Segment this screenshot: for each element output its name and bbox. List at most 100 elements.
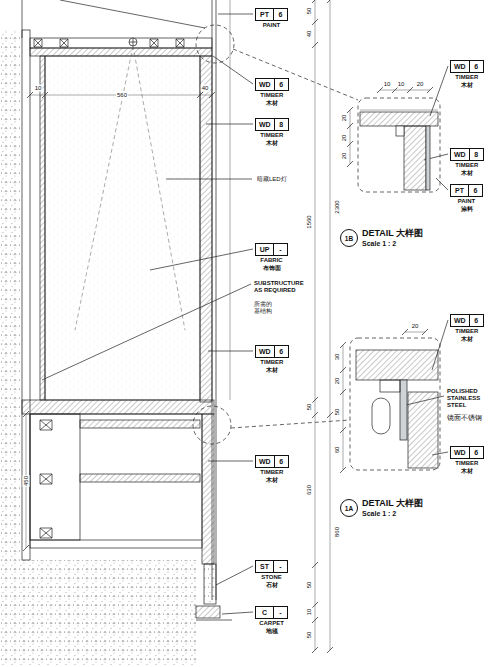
dimension-line-part — [315, 0, 330, 650]
tag-frame: PT6 — [450, 184, 483, 197]
material-number: 6 — [275, 79, 288, 90]
material-tag: WD6TIMBER木材 — [255, 345, 289, 374]
dimension-text: 20 — [416, 81, 425, 88]
material-name: TIMBER — [455, 73, 478, 81]
dimension-text: 10 — [34, 85, 43, 92]
detail-1b — [358, 98, 440, 192]
tag-frame: C- — [255, 606, 288, 619]
leader-line-part — [208, 461, 253, 462]
material-name: TIMBER — [260, 91, 283, 99]
material-name: STONE — [261, 573, 282, 581]
section-drawing-part — [0, 30, 20, 560]
section-drawing-part — [200, 56, 212, 402]
material-name: TIMBER — [455, 327, 478, 335]
dimension-line-part — [347, 107, 353, 167]
detail-title: 1BDETAIL 大样图Scale 1 : 2 — [340, 228, 423, 248]
scale-note: Scale 1 : 2 — [362, 239, 423, 248]
section-drawing-part — [0, 560, 196, 667]
leader-line-part — [208, 351, 253, 352]
detail-title: DETAIL 大样图 — [362, 498, 423, 509]
dimension-text: 40 — [306, 30, 313, 39]
section-drawing-part — [129, 38, 137, 46]
material-tag: WD8TIMBER木材 — [450, 148, 484, 177]
material-number: 6 — [470, 61, 483, 72]
material-number: 6 — [470, 315, 483, 326]
material-tag: WD6TIMBER木材 — [255, 78, 289, 107]
material-tag: WD6TIMBER木材 — [450, 314, 484, 343]
note-text: SUBSTRUCTURE AS REQUIRED — [253, 280, 307, 294]
material-name: PAINT — [263, 21, 281, 29]
section-drawing-part — [40, 420, 52, 538]
dimension-line-part — [380, 90, 430, 91]
material-code: WD — [451, 315, 470, 326]
tag-frame: PT6 — [255, 8, 288, 21]
leader-line-part — [150, 249, 253, 270]
dimension-text: 50 — [334, 408, 341, 417]
material-tag: WD6TIMBER木材 — [450, 446, 484, 475]
material-name: 木材 — [461, 467, 473, 475]
dimension-text: 860 — [334, 526, 341, 538]
tag-frame: WD6 — [255, 455, 289, 468]
section-drawing-part — [30, 48, 212, 56]
dimension-text: 50 — [306, 581, 313, 590]
material-tag: WD6TIMBER木材 — [450, 60, 484, 89]
dimension-line — [23, 0, 433, 653]
section-drawing-part — [80, 420, 200, 428]
material-name: TIMBER — [260, 468, 283, 476]
detail-callout — [193, 25, 358, 444]
material-name: CARPET — [259, 619, 284, 627]
tag-frame: UP- — [255, 243, 288, 256]
section-drawing-part — [30, 38, 212, 48]
dimension-text: 50 — [306, 7, 313, 16]
leader-line-part — [436, 178, 448, 190]
material-code: PT — [256, 9, 274, 20]
detail-1b-part — [426, 126, 430, 190]
detail-1b-part — [360, 112, 438, 126]
dimension-line-part — [340, 342, 346, 473]
tag-frame: WD6 — [450, 60, 484, 73]
material-tag: C-CARPET地毯 — [255, 606, 288, 635]
scale-note: Scale 1 : 2 — [362, 509, 423, 518]
dimension-line-part — [312, 0, 333, 653]
dimension-line-part — [402, 329, 428, 335]
note-text: 所需的 基结构 — [253, 301, 277, 315]
material-name: 布饰面 — [263, 264, 281, 272]
material-name: FABRIC — [260, 256, 282, 264]
material-code: WD — [256, 346, 275, 357]
detail-1a-part — [356, 350, 438, 380]
material-name: 木材 — [266, 99, 278, 107]
detail-callout-part — [193, 406, 231, 444]
dimension-text: 20 — [334, 377, 341, 386]
material-name: 木材 — [461, 335, 473, 343]
dimension-line-part — [405, 332, 425, 333]
material-tag: PT6PAINT — [255, 8, 288, 29]
detail-1b-part — [404, 126, 426, 190]
material-code: WD — [451, 447, 470, 458]
leader-line-part — [218, 14, 253, 15]
leader-line-part — [213, 56, 253, 84]
section-drawing-part — [60, 0, 205, 28]
section-drawing-part — [30, 414, 80, 540]
section-drawing-part — [202, 414, 214, 564]
material-name: 木材 — [266, 139, 278, 147]
dimension-text: 60 — [334, 446, 341, 455]
dimension-line-part — [377, 87, 433, 93]
tag-frame: WD6 — [255, 345, 289, 358]
dimension-text: 630 — [306, 484, 313, 496]
material-number: 6 — [469, 185, 482, 196]
material-code: C — [256, 607, 274, 618]
material-number: 6 — [275, 456, 288, 467]
dimension-line-part — [343, 345, 344, 470]
detail-1a-part — [350, 338, 440, 470]
material-code: WD — [256, 79, 275, 90]
material-code: WD — [256, 456, 275, 467]
leader-line-part — [430, 66, 448, 116]
material-name: 木材 — [266, 366, 278, 374]
section-drawing-part — [22, 30, 30, 560]
material-code: ST — [256, 561, 274, 572]
dimension-text: 20 — [341, 152, 348, 161]
section-drawing — [0, 0, 232, 667]
tag-frame: WD8 — [450, 148, 484, 161]
